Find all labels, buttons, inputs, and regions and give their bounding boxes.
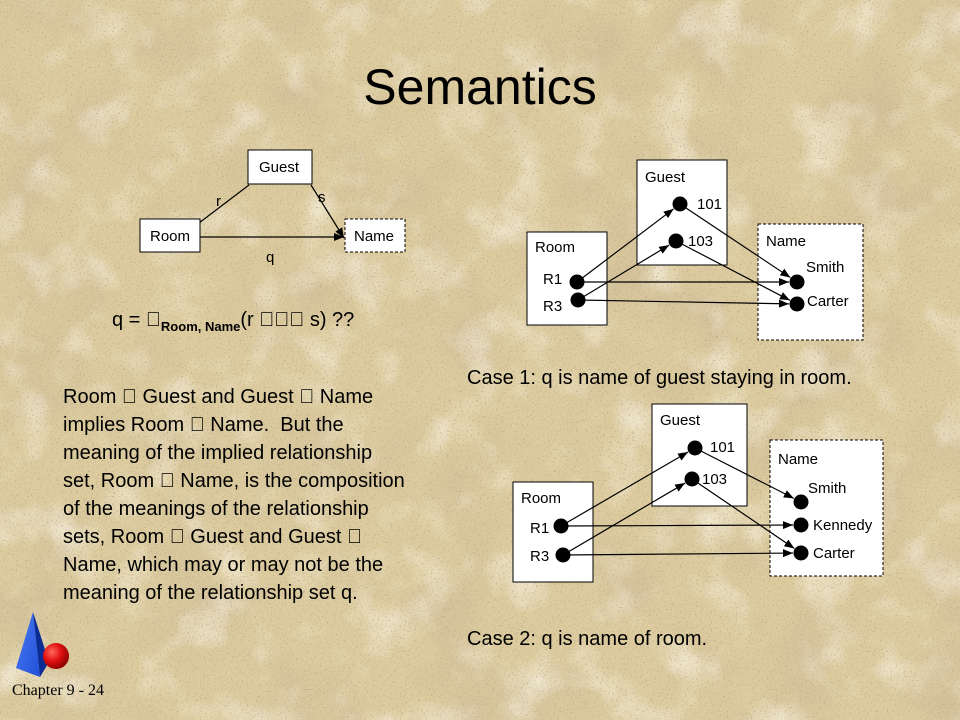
case1-dot-carter <box>789 296 805 312</box>
case1-room-r1: R1 <box>543 271 562 288</box>
case2-edge-guest-name <box>694 447 795 499</box>
logo-icon <box>16 612 69 677</box>
case1-dot-103 <box>668 233 684 249</box>
explanation-line: Room  Guest and Guest  Name <box>63 386 373 408</box>
case1-guest-label: Guest <box>645 169 686 186</box>
room-entity-label: Room <box>150 228 190 245</box>
s-label: s <box>318 189 326 206</box>
case1-dot-r3 <box>570 292 586 308</box>
case2-caption: Case 2: q is name of room. <box>467 628 707 650</box>
case1-dot-r1 <box>569 274 585 290</box>
case2-name-label: Name <box>778 451 818 468</box>
formula-join-symbols:  <box>259 309 304 331</box>
explanation-line: implies Room  Name. But the <box>63 414 344 436</box>
case1-room-r3: R3 <box>543 298 562 315</box>
name-lexical-label: Name <box>354 228 394 245</box>
case2-dot-r3 <box>555 547 571 563</box>
case1-edge-room-name <box>577 299 790 308</box>
case1-name-carter: Carter <box>807 293 849 310</box>
room-entity-box <box>139 218 201 253</box>
edge-r <box>198 184 250 224</box>
case2-dot-101 <box>687 440 703 456</box>
explanation-paragraph: Room  Guest and Guest  Name implies Ro… <box>63 386 405 604</box>
case2-dot-kennedy <box>793 517 809 533</box>
formula-open: (r <box>240 309 259 331</box>
guest-entity-label: Guest <box>259 159 300 176</box>
case2-edges <box>560 447 795 558</box>
case2-edge-room-guest <box>560 451 689 527</box>
explanation-line: meaning of the relationship set q. <box>63 582 358 604</box>
explanation-line: set, Room  Name, is the composition <box>63 470 405 492</box>
case2-edge-room-name <box>560 521 794 530</box>
formula-lhs: q = <box>112 309 146 331</box>
slide-title: Semantics <box>363 59 596 115</box>
case2-edge-room-name <box>562 549 794 558</box>
case2-dots <box>553 440 809 563</box>
explanation-line: of the meanings of the relationship <box>63 498 369 520</box>
logo-pyramid-front <box>16 612 40 677</box>
formula-close: s) ?? <box>304 309 354 331</box>
case1-edge-guest-name <box>675 240 791 301</box>
case1-guest-box <box>636 159 728 266</box>
case1-room-box <box>526 231 608 326</box>
case2-dot-103 <box>684 471 700 487</box>
r-label: r <box>216 193 221 210</box>
explanation-line: Name, which may or may not be the <box>63 554 383 576</box>
case1-name-smith: Smith <box>806 259 844 276</box>
guest-entity-box <box>247 149 313 185</box>
case1-dot-smith <box>789 274 805 290</box>
case2-dot-r1 <box>553 518 569 534</box>
case2-guest-103: 103 <box>702 471 727 488</box>
case1-dots <box>569 196 805 312</box>
case2-name-smith: Smith <box>808 480 846 497</box>
case1-edge-room-guest <box>577 244 670 301</box>
case2-guest-box <box>651 403 748 507</box>
case1-guest-103: 103 <box>688 233 713 250</box>
case1-edges <box>576 203 791 308</box>
case1-room-label: Room <box>535 239 575 256</box>
explanation-line: meaning of the implied relationship <box>63 442 372 464</box>
case2-room-label: Room <box>521 490 561 507</box>
case2-guest-101: 101 <box>710 439 735 456</box>
edge-s <box>310 184 345 239</box>
case2-room-r3: R3 <box>530 548 549 565</box>
case2-edge-room-guest <box>562 482 686 556</box>
slide-footer: Chapter 9 - 24 <box>12 682 104 699</box>
name-lexical-box <box>344 218 406 253</box>
case2-room-box <box>512 481 594 583</box>
formula: q = Room, Name(r  s) ?? <box>112 309 354 334</box>
case1-edge-guest-name <box>679 203 791 279</box>
explanation-line: sets, Room  Guest and Guest  <box>63 526 362 548</box>
case1-diagram: Guest Room Name R1 R3 101 103 Smith Cart… <box>526 159 864 341</box>
case2-guest-label: Guest <box>660 412 701 429</box>
case2-dot-smith <box>793 494 809 510</box>
case1-guest-101: 101 <box>697 196 722 213</box>
case2-name-kennedy: Kennedy <box>813 517 873 534</box>
case2-dot-carter <box>793 545 809 561</box>
case2-diagram: Guest Room Name R1 R3 101 103 Smith Kenn… <box>512 403 884 583</box>
case2-name-carter: Carter <box>813 545 855 562</box>
case2-edge-guest-name <box>691 478 795 550</box>
case1-edge-room-guest <box>576 208 674 283</box>
case1-caption: Case 1: q is name of guest staying in ro… <box>467 367 852 389</box>
logo-ball <box>43 643 69 669</box>
case1-name-label: Name <box>766 233 806 250</box>
formula-subscript: Room, Name <box>161 319 240 334</box>
q-label: q <box>266 249 274 266</box>
formula-projection-symbol:  <box>146 309 161 331</box>
schema-diagram: Guest Room Name r s q <box>139 149 406 266</box>
case2-room-r1: R1 <box>530 520 549 537</box>
case1-dot-101 <box>672 196 688 212</box>
